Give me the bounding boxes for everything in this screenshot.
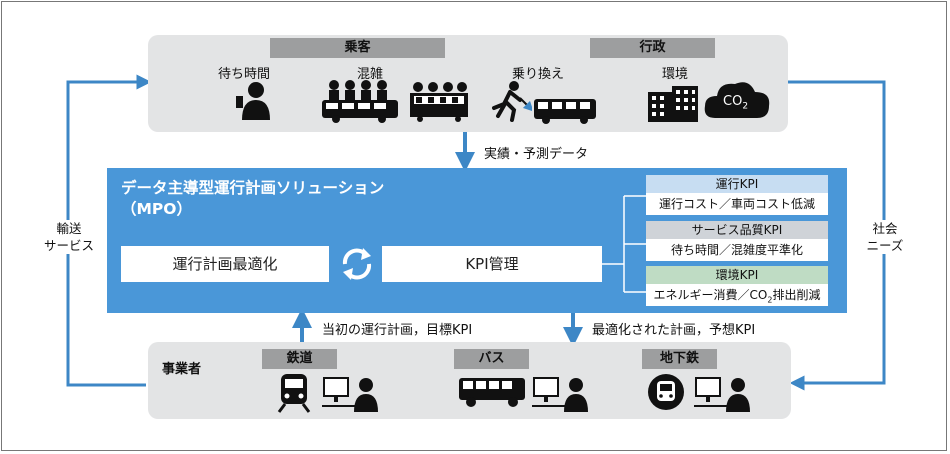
left-side-label: 輸送 サービス <box>34 220 104 254</box>
down-arrow-label: 最適化された計画，予想KPI <box>592 323 756 338</box>
admin-header: 行政 <box>590 38 715 58</box>
waiting-time-label: 待ち時間 <box>218 67 271 82</box>
subway-icon <box>648 374 684 410</box>
crowded-bus-icon <box>322 80 398 123</box>
bus-header: バス <box>454 349 529 369</box>
left-side-line2: サービス <box>43 238 94 253</box>
kpi-management-box: KPI管理 <box>382 246 602 282</box>
right-side-line2: ニーズ <box>866 238 904 253</box>
left-side-line1: 輸送 <box>56 221 82 236</box>
operator-desk-icon-1 <box>322 377 378 412</box>
co2-cloud-icon <box>704 82 770 118</box>
solution-title-line1: データ主導型運行計画ソリューション <box>121 179 385 197</box>
co2-main: CO <box>723 94 743 109</box>
right-side-label: 社会 ニーズ <box>860 220 910 254</box>
operator-desk-icon-3 <box>694 377 750 412</box>
solution-title-line2: （MPO） <box>121 200 192 218</box>
operator-desk-icon-2 <box>532 377 588 412</box>
crowded-train-icon <box>410 82 468 122</box>
sync-icon <box>342 248 372 280</box>
rail-header: 鉄道 <box>262 349 337 369</box>
kpi-service-head: サービス品質KPI <box>646 221 828 239</box>
co2-text: CO2 <box>723 94 748 112</box>
congestion-label: 混雑 <box>357 67 384 82</box>
optimize-box: 運行計画最適化 <box>121 246 329 282</box>
passenger-header: 乗客 <box>270 38 445 58</box>
running-person-icon <box>492 81 532 122</box>
kpi-bracket <box>602 195 646 293</box>
kpi-env-head: 環境KPI <box>646 266 828 284</box>
co2-sub: 2 <box>742 101 749 112</box>
subway-header: 地下鉄 <box>642 349 717 369</box>
kpi-service-body: 待ち時間／混雑度平準化 <box>646 239 828 261</box>
kpi-ops-head: 運行KPI <box>646 175 828 193</box>
waiting-person-icon <box>236 82 270 120</box>
environment-label: 環境 <box>662 67 689 82</box>
data-arrow-label: 実績・予測データ <box>484 147 589 162</box>
train-icon <box>277 374 311 413</box>
kpi-env-body: エネルギー消費／CO2排出削減 <box>646 284 828 306</box>
transfer-bus-icon <box>534 99 596 124</box>
kpi-env-body-main: エネルギー消費／CO <box>653 288 768 302</box>
operator-label: 事業者 <box>162 362 202 377</box>
operator-bus-icon <box>459 378 525 407</box>
right-side-line1: 社会 <box>872 221 898 236</box>
kpi-ops-body: 運行コスト／車両コスト低減 <box>646 193 828 215</box>
building-icon <box>648 86 698 122</box>
transfer-label: 乗り換え <box>512 67 565 82</box>
kpi-env-body-sub: 2 <box>767 295 773 305</box>
solution-title: データ主導型運行計画ソリューション （MPO） <box>121 178 384 220</box>
kpi-env-body-tail: 排出削減 <box>772 288 821 302</box>
up-arrow-label: 当初の運行計画，目標KPI <box>322 323 473 338</box>
